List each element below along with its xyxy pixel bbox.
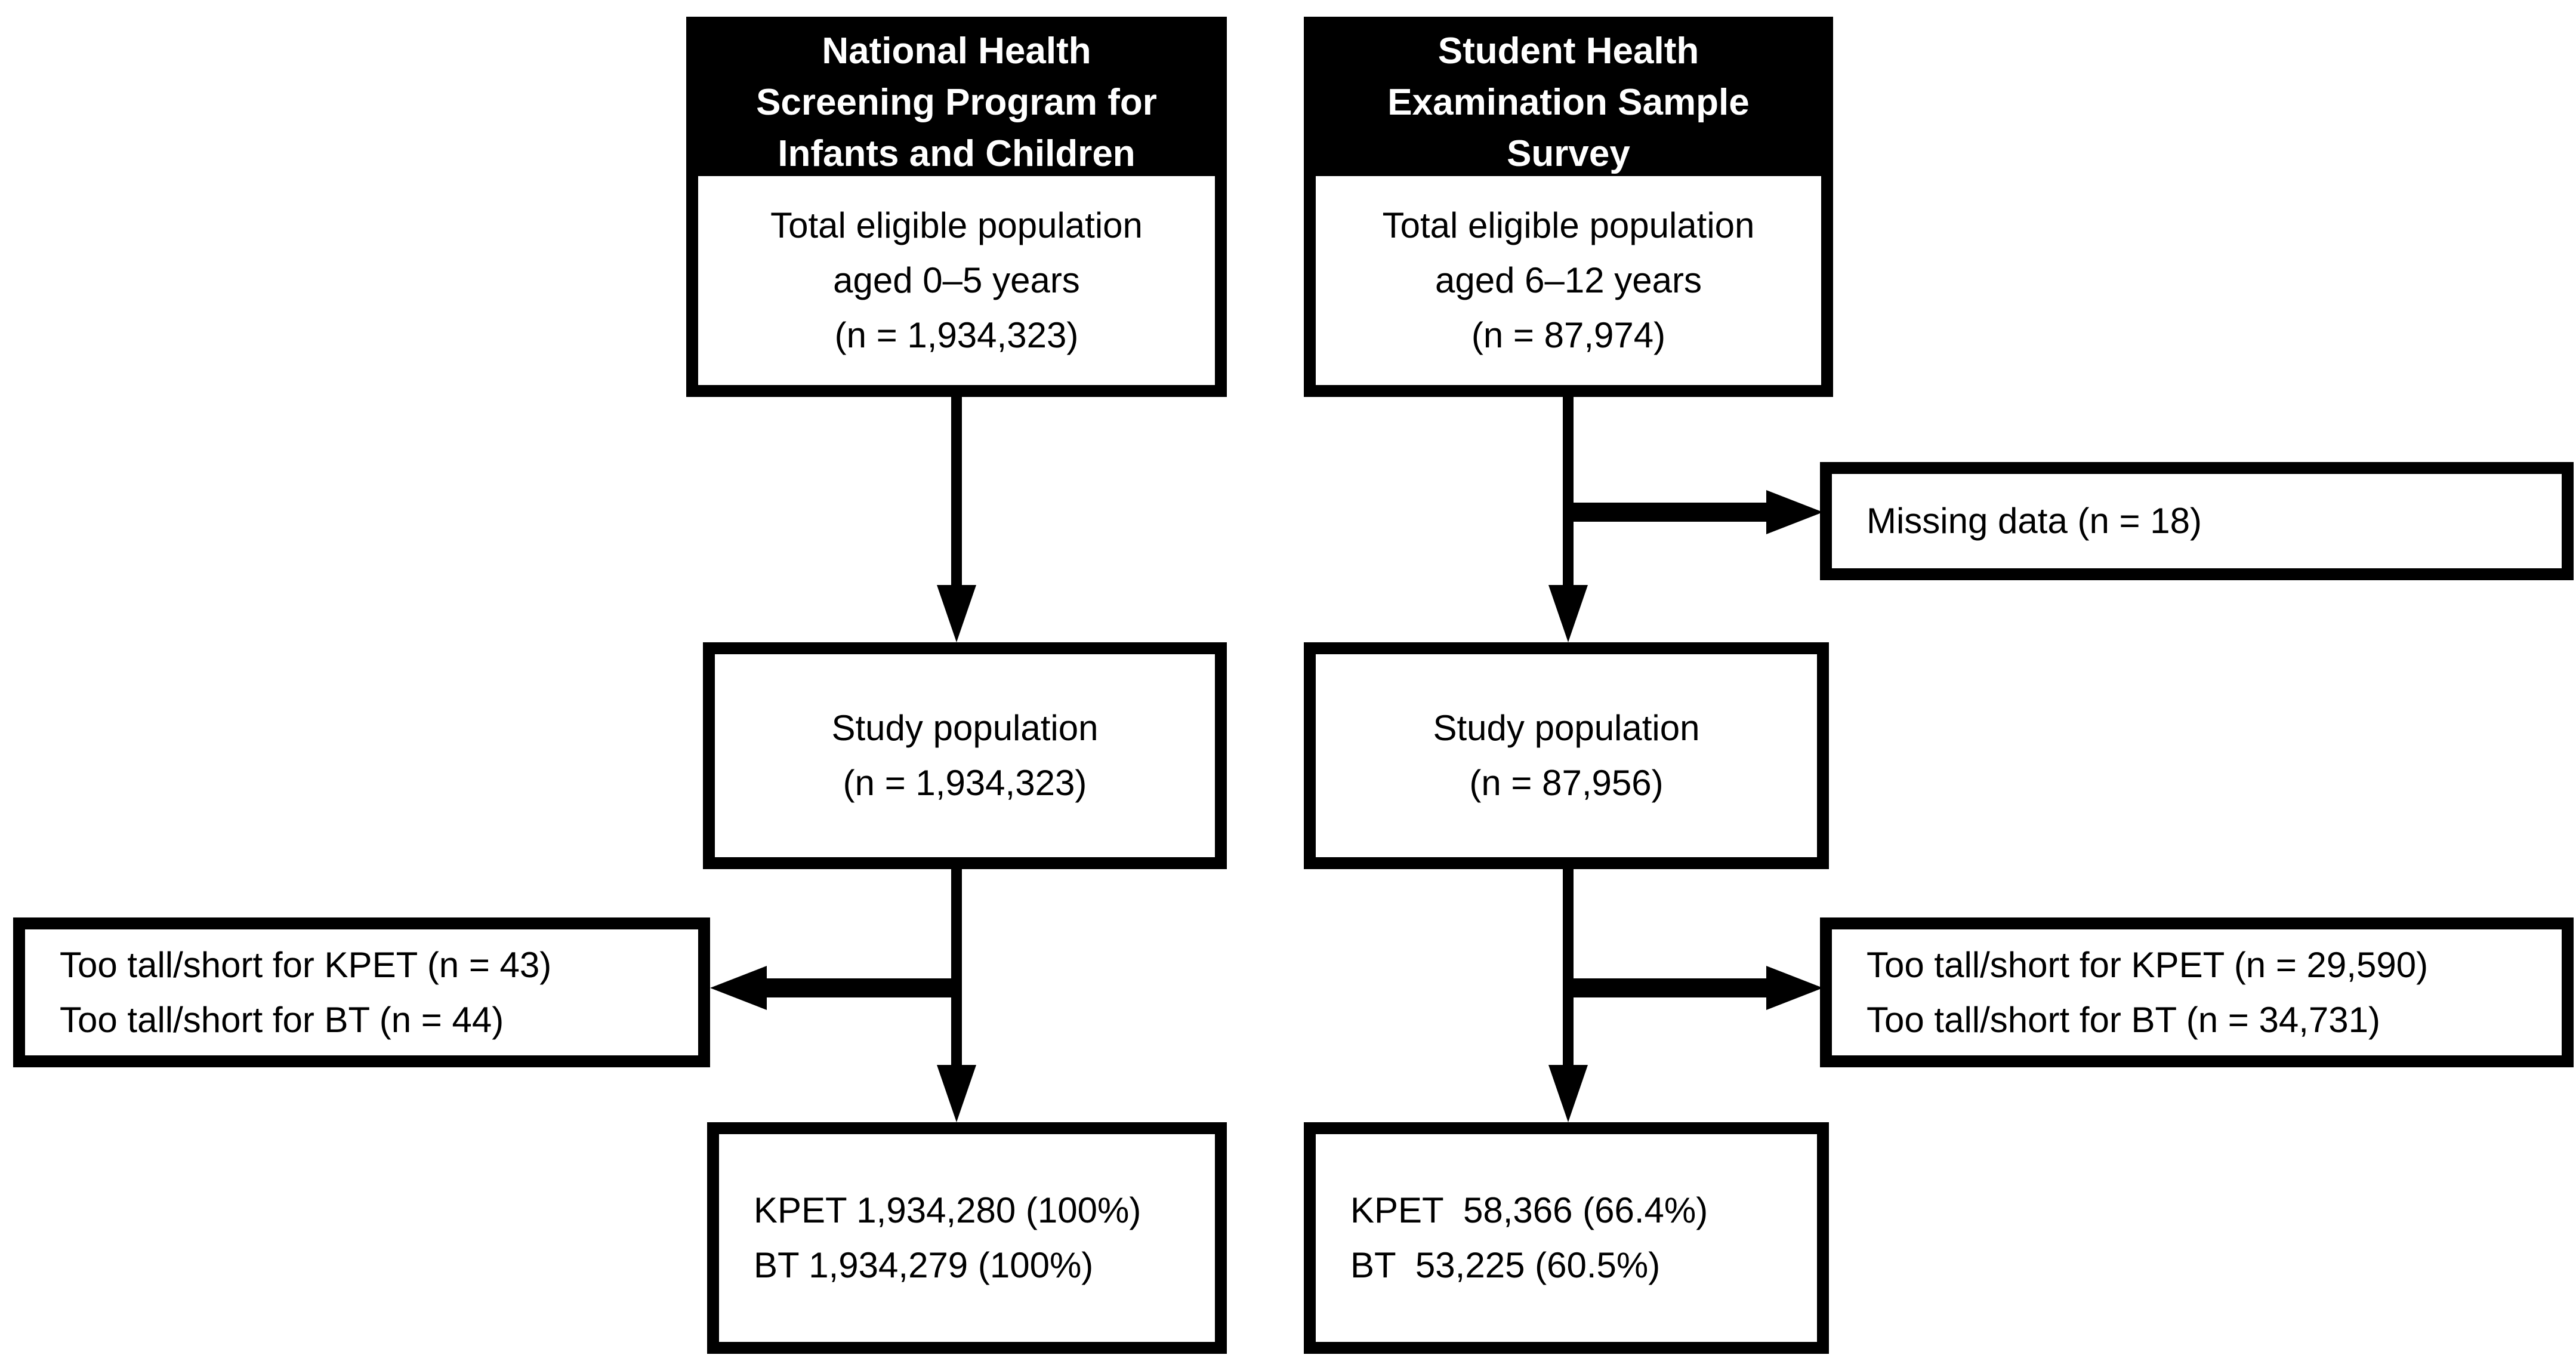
- right-exclusion-box: Too tall/short for KPET (n = 29,590) Too…: [1820, 917, 2574, 1067]
- left-source-box: National Health Screening Program for In…: [686, 17, 1227, 397]
- left-arrow-down-icon-1: [937, 585, 976, 642]
- right-arrow-down-icon-1: [1548, 585, 1588, 642]
- left-connector-1-line: [951, 391, 962, 589]
- missing-data-box: Missing data (n = 18): [1820, 462, 2574, 580]
- right-source-box: Student Health Examination Sample Survey…: [1304, 17, 1833, 397]
- right-study-box: Study population (n = 87,956): [1304, 642, 1829, 869]
- left-arrow-down-icon-2: [937, 1065, 976, 1122]
- right-eligible-text: Total eligible population aged 6–12 year…: [1382, 205, 1755, 355]
- missing-data-text: Missing data (n = 18): [1867, 501, 2202, 541]
- right-arrow-right-icon: [1766, 966, 1823, 1010]
- left-study-box: Study population (n = 1,934,323): [703, 642, 1227, 869]
- left-exclusion-box: Too tall/short for KPET (n = 43) Too tal…: [13, 917, 710, 1067]
- left-outcome-text: KPET 1,934,280 (100%) BT 1,934,279 (100%…: [754, 1190, 1142, 1285]
- left-arrow-left-icon: [710, 966, 767, 1010]
- right-connector-2-line: [1563, 866, 1574, 1070]
- right-study-text: Study population (n = 87,956): [1433, 708, 1700, 803]
- right-arrow-down-icon-2: [1548, 1065, 1588, 1122]
- right-exclusion-branch-line: [1568, 978, 1766, 997]
- left-source-header: National Health Screening Program for In…: [698, 29, 1215, 176]
- right-connector-1-line: [1563, 391, 1574, 589]
- left-outcome-box: KPET 1,934,280 (100%) BT 1,934,279 (100%…: [707, 1122, 1227, 1354]
- left-connector-2-line: [951, 866, 962, 1070]
- right-exclusion-text: Too tall/short for KPET (n = 29,590) Too…: [1867, 944, 2429, 1040]
- left-exclusion-text: Too tall/short for KPET (n = 43) Too tal…: [60, 944, 552, 1040]
- missing-branch-line: [1568, 503, 1766, 522]
- right-outcome-text: KPET 58,366 (66.4%) BT 53,225 (60.5%): [1350, 1190, 1708, 1285]
- left-study-text: Study population (n = 1,934,323): [831, 708, 1099, 803]
- right-source-header: Student Health Examination Sample Survey: [1316, 29, 1821, 176]
- right-outcome-box: KPET 58,366 (66.4%) BT 53,225 (60.5%): [1304, 1122, 1829, 1354]
- missing-arrow-right-icon: [1766, 490, 1823, 534]
- left-eligible-text: Total eligible population aged 0–5 years…: [770, 205, 1143, 355]
- left-exclusion-branch-line: [765, 978, 962, 997]
